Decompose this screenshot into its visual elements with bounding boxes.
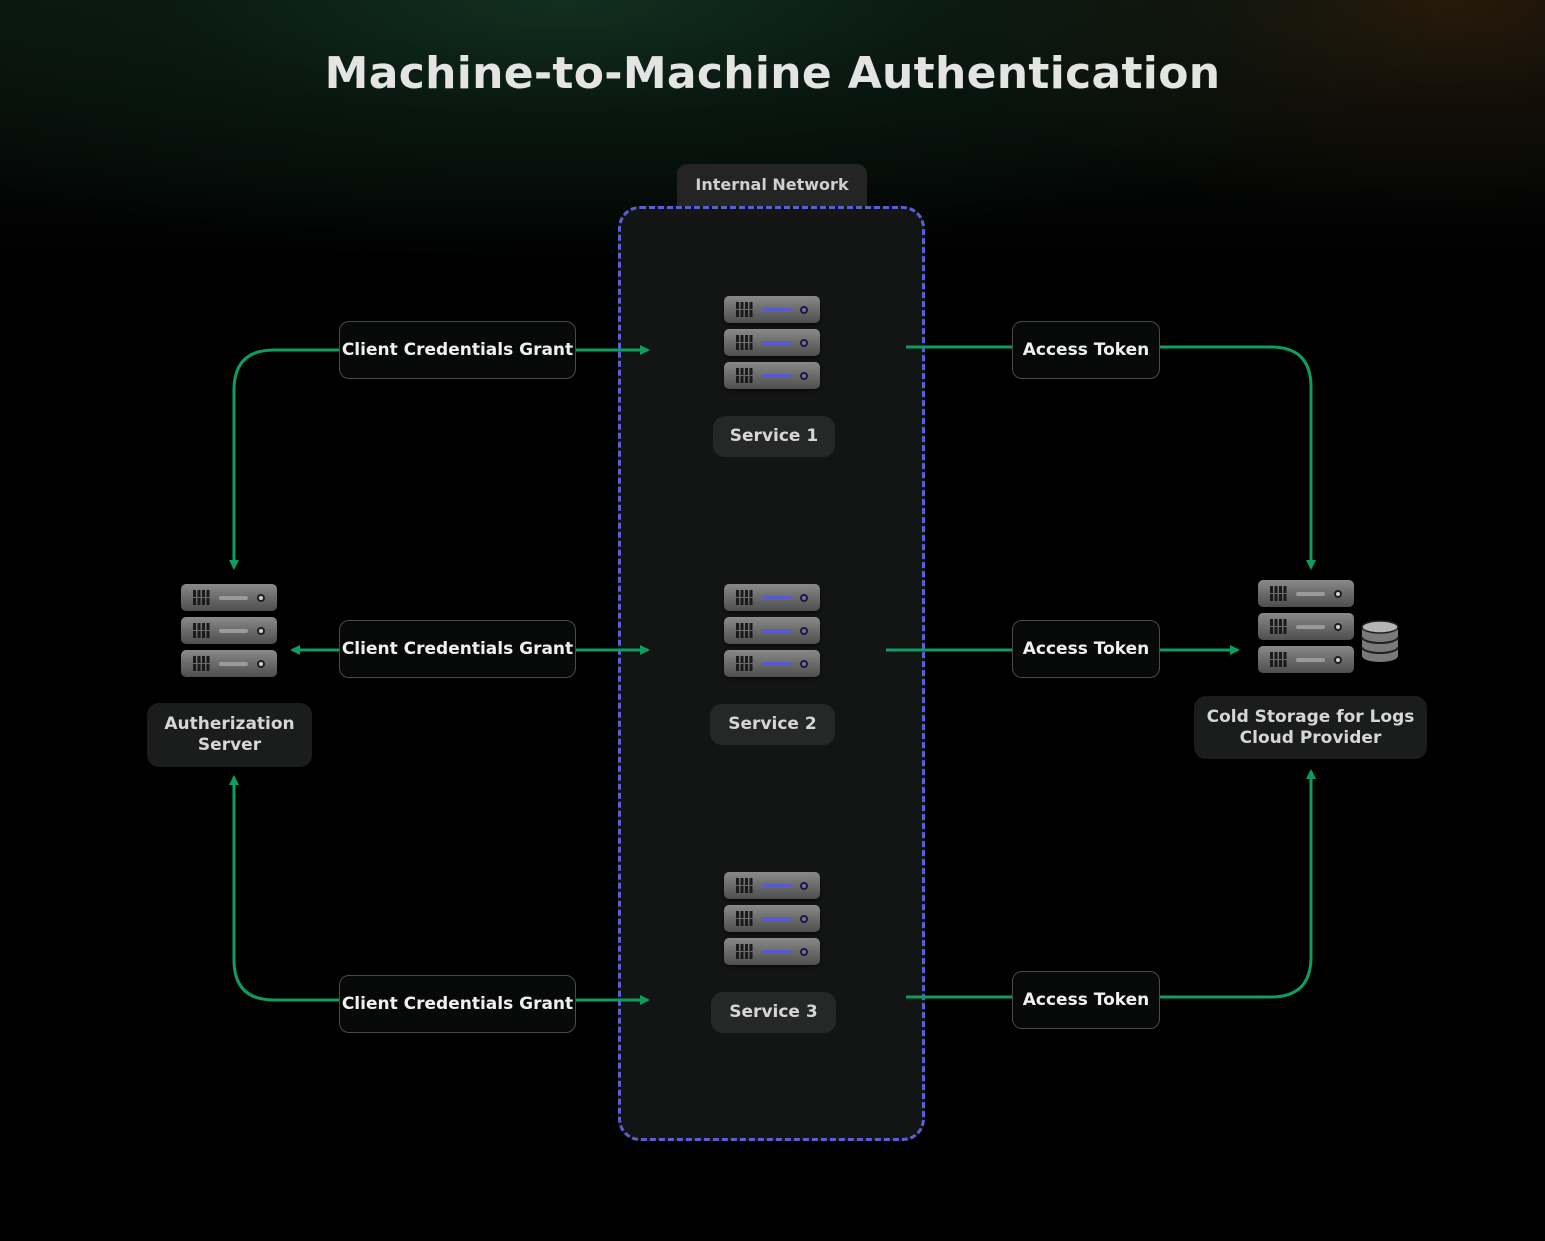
edge-label-grant-1: Client Credentials Grant	[339, 321, 576, 379]
cold-storage-label-line-2: Cloud Provider	[1239, 727, 1382, 748]
service-3-label-text: Service 3	[729, 1002, 818, 1022]
edge-label-token-3: Access Token	[1012, 971, 1160, 1029]
edge-label-token-1: Access Token	[1012, 321, 1160, 379]
edge-label-grant-3: Client Credentials Grant	[339, 975, 576, 1033]
auth-server-rack-icon	[181, 584, 277, 683]
service-3-label: Service 3	[711, 992, 836, 1033]
diagram-title: Machine-to-Machine Authentication	[324, 48, 1221, 99]
service-3-rack-icon	[724, 872, 820, 971]
database-icon	[1361, 620, 1399, 662]
edge-token-3-up	[1160, 769, 1316, 999]
service-2-label: Service 2	[710, 704, 835, 745]
auth-server-label-line-1: Autherization	[164, 714, 295, 734]
edge-token-1-down	[1160, 345, 1316, 570]
service-2-rack-icon	[724, 584, 820, 683]
internal-network-label: Internal Network	[677, 164, 867, 210]
auth-server-label-line-2: Server	[197, 735, 262, 755]
auth-server-label: Autherization Server	[147, 703, 312, 767]
service-2-label-text: Service 2	[728, 714, 817, 734]
edge-grant-3-up	[229, 775, 340, 1002]
internal-network-label-text: Internal Network	[695, 175, 849, 194]
service-1-label: Service 1	[713, 416, 835, 457]
service-1-label-text: Service 1	[729, 426, 819, 446]
cold-storage-label-line-1: Cold Storage for Logs	[1206, 706, 1415, 727]
cold-storage-label: Cold Storage for Logs Cloud Provider	[1194, 696, 1427, 759]
edge-label-token-2: Access Token	[1012, 620, 1160, 678]
edge-grant-1-down	[229, 348, 340, 570]
edge-label-grant-2: Client Credentials Grant	[339, 620, 576, 678]
cold-storage-rack-icon	[1258, 580, 1354, 679]
service-1-rack-icon	[724, 296, 820, 395]
